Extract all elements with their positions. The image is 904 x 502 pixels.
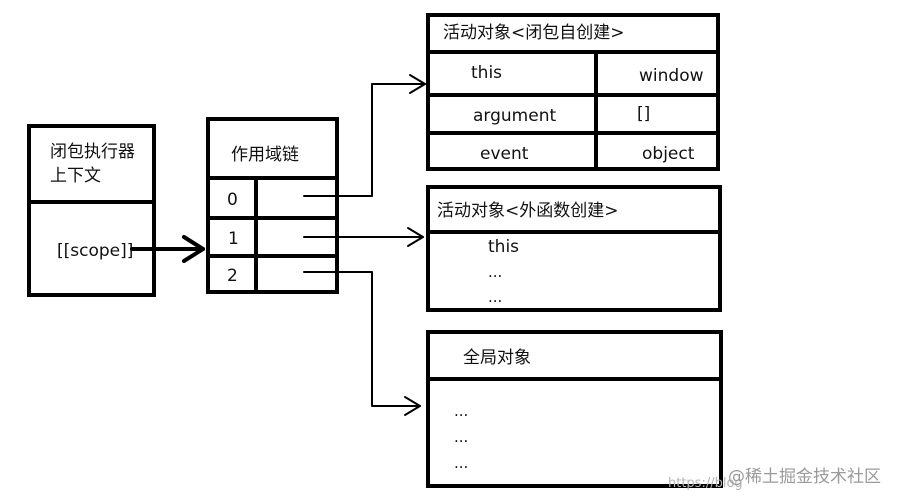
activation-closure-divider-1 (426, 93, 720, 97)
slot-1-arrow (303, 227, 424, 247)
activation-closure-value-object: object (642, 144, 695, 164)
scope-chain-index-2: 2 (227, 266, 238, 286)
scope-chain-box (206, 117, 339, 294)
activation-closure-box (426, 13, 720, 171)
watermark-site: @稀土掘金技术社区 (728, 467, 881, 487)
activation-closure-title: 活动对象<闭包自创建> (443, 23, 625, 43)
activation-closure-divider-0 (426, 50, 720, 54)
slot-0-arrow (303, 74, 426, 197)
activation-closure-key-argument: argument (473, 106, 557, 126)
scope-to-chain-arrow (130, 235, 205, 263)
scope-chain-divider-0 (206, 176, 339, 180)
activation-outer-divider (426, 230, 722, 234)
scope-chain-column-divider (254, 176, 258, 294)
global-object-item-1: ... (454, 402, 469, 420)
global-object-title: 全局对象 (463, 348, 531, 368)
activation-closure-key-event: event (480, 144, 529, 164)
closure-context-title-line1: 闭包执行器 (50, 142, 135, 162)
activation-outer-item-this: this (488, 237, 520, 257)
activation-outer-item-ellipsis-1: ... (488, 263, 503, 281)
activation-closure-value-array: [] (637, 104, 651, 124)
scope-chain-index-0: 0 (227, 190, 238, 210)
activation-outer-title: 活动对象<外函数创建> (437, 201, 619, 221)
watermark-url: https://blog (668, 476, 743, 491)
global-object-divider (426, 377, 723, 381)
scope-chain-index-1: 1 (228, 229, 239, 249)
closure-context-divider (27, 200, 156, 204)
activation-closure-value-window: window (639, 66, 704, 86)
activation-outer-box (426, 185, 722, 312)
slot-2-arrow (303, 271, 421, 416)
activation-closure-column-divider (594, 50, 598, 171)
scope-chain-title: 作用域链 (231, 145, 299, 165)
global-object-box (426, 330, 723, 488)
scope-chain-divider-1 (206, 216, 339, 220)
closure-context-scope: [[scope]] (57, 241, 134, 261)
activation-closure-key-this: this (471, 63, 503, 83)
activation-closure-divider-2 (426, 131, 720, 135)
global-object-item-3: ... (454, 454, 469, 472)
closure-context-title-line2: 上下文 (50, 166, 101, 186)
scope-chain-divider-2 (206, 254, 339, 258)
activation-outer-item-ellipsis-2: ... (488, 288, 503, 306)
global-object-item-2: ... (454, 428, 469, 446)
closure-context-box (27, 124, 156, 297)
